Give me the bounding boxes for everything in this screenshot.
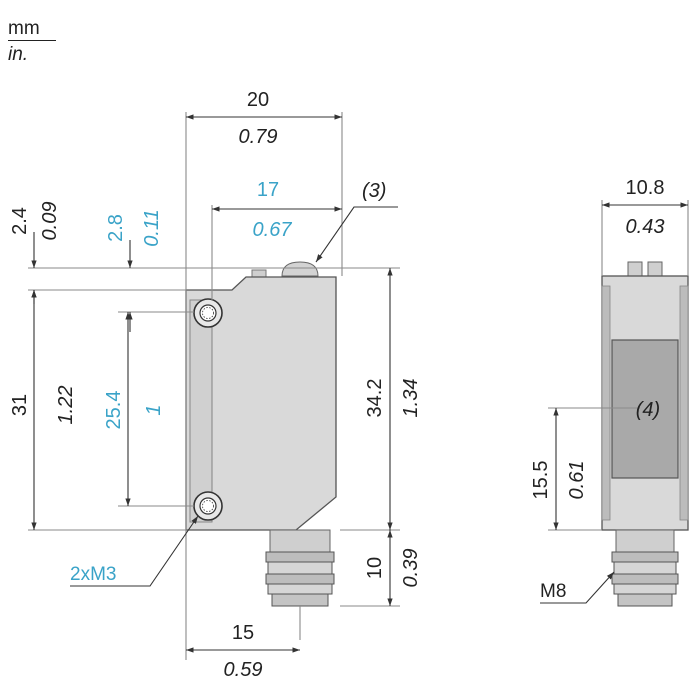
dim-overall-height-in: 1.34 — [400, 379, 422, 418]
dim-optical-offset-in: 0.67 — [253, 219, 293, 241]
dim-connector-length-in: 0.39 — [400, 549, 422, 588]
front-view: 20 0.79 17 0.67 (3) 2.4 0.09 2.8 0.11 31… — [9, 89, 422, 681]
m8-connector-front — [265, 529, 335, 607]
unit-mm: mm — [8, 18, 40, 39]
unit-inch: in. — [8, 40, 56, 67]
dim-hole-top-in: 0.11 — [141, 209, 163, 246]
dim-overall-height-mm: 34.2 — [364, 379, 386, 418]
side-rail-right — [679, 285, 689, 521]
side-top-tab-left — [627, 261, 643, 277]
dim-body-height-mm: 31 — [9, 394, 31, 416]
dim-optical-offset-mm: 17 — [257, 179, 279, 201]
dim-hole-spacing-in: 1 — [143, 404, 165, 415]
dim-connector-offset-in: 0.59 — [224, 659, 263, 681]
top-emitter-bump — [281, 261, 319, 277]
callout-4: (4) — [636, 399, 660, 421]
side-rail-left — [601, 285, 611, 521]
dim-width-mm: 20 — [247, 89, 269, 111]
dim-connector-offset-mm: 15 — [232, 622, 254, 644]
dim-body-height-in: 1.22 — [55, 386, 77, 425]
dim-top-offset-mm: 2.4 — [9, 207, 31, 235]
body-side-strip — [189, 299, 213, 523]
mounting-hole-bottom — [193, 491, 223, 521]
label-2xm3: 2xM3 — [70, 564, 116, 585]
dim-side-width-in: 0.43 — [626, 216, 665, 238]
dim-hole-spacing-mm: 25.4 — [103, 391, 125, 430]
callout-3: (3) — [362, 180, 386, 202]
optical-window — [611, 339, 679, 479]
dim-window-height-in: 0.61 — [566, 461, 588, 500]
m8-connector-side — [611, 529, 679, 607]
side-view: 10.8 0.43 (4) 15.5 0.61 M8 — [530, 177, 689, 607]
dim-connector-length-mm: 10 — [364, 557, 386, 579]
dim-top-offset-in: 0.09 — [39, 202, 61, 241]
dim-window-height-mm: 15.5 — [530, 461, 552, 500]
dim-hole-top-mm: 2.8 — [105, 214, 127, 242]
mounting-hole-top — [193, 298, 223, 328]
dim-width-in: 0.79 — [239, 126, 278, 148]
units-legend: mm in. — [8, 18, 56, 67]
side-top-tab-right — [647, 261, 663, 277]
sensor-body — [185, 276, 337, 531]
dim-side-width-mm: 10.8 — [626, 177, 665, 199]
label-m8: M8 — [540, 581, 566, 602]
